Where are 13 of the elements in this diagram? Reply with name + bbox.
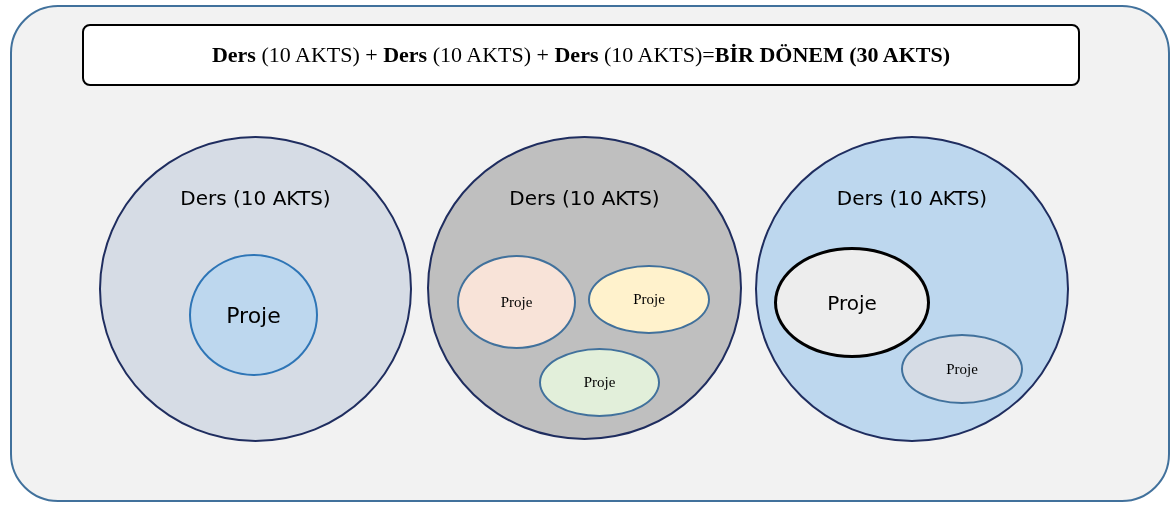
project-label: Proje — [583, 374, 616, 391]
project-label: Proje — [226, 302, 281, 328]
project-label: Proje — [946, 360, 978, 378]
panel-background — [10, 5, 1170, 502]
formula-text: Ders (10 AKTS) + Ders (10 AKTS) + Ders (10 AKTS)=BİR DÖNEM (30 AKTS) — [211, 42, 951, 68]
course-label: Ders (10 AKTS) — [509, 185, 660, 212]
course-label: Ders (10 AKTS) — [180, 185, 331, 212]
course-label: Ders (10 AKTS) — [836, 185, 988, 212]
project-label: Proje — [827, 290, 877, 315]
header-box — [82, 24, 1080, 86]
project-ellipse — [901, 334, 1023, 404]
project-label: Proje — [500, 293, 533, 311]
project-label: Proje — [633, 291, 665, 308]
